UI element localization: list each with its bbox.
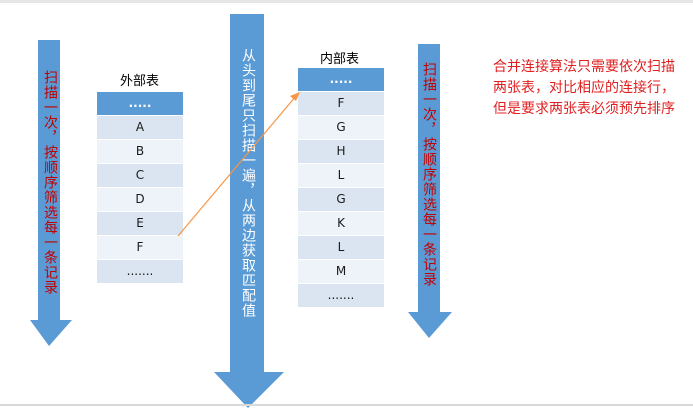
- outer-table-row: B: [97, 140, 183, 164]
- inner-table-row: .......: [298, 284, 384, 308]
- merge-join-note: 合并连接算法只需要依次扫描两张表，对比相应的连接行，但是要求两张表必须预先排序: [493, 59, 675, 117]
- left-arrow-text: 扫描一次，按顺序筛选每一条记录: [42, 70, 58, 295]
- right-arrow-text: 扫描一次，按顺序筛选每一条记录: [421, 62, 437, 287]
- outer-table-title: 外部表: [120, 74, 160, 89]
- outer-table-header: .....: [97, 92, 183, 116]
- outer-table-row: E: [97, 212, 183, 236]
- inner-table-row: F: [298, 92, 384, 116]
- inner-table-row: G: [298, 116, 384, 140]
- outer-table: ..... A B C D E F .......: [97, 92, 183, 284]
- inner-table-title: 内部表: [320, 52, 360, 67]
- inner-table-header: .....: [298, 68, 384, 92]
- inner-table-row: K: [298, 212, 384, 236]
- outer-table-row: F: [97, 236, 183, 260]
- inner-table-row: L: [298, 236, 384, 260]
- left-scan-arrow: [30, 40, 72, 346]
- bottom-border: [0, 404, 693, 406]
- middle-arrow-text: 从头到尾只扫描一遍，从两边获取匹配值: [240, 48, 256, 318]
- top-border: [0, 0, 693, 3]
- outer-table-row: .......: [97, 260, 183, 284]
- outer-table-row: C: [97, 164, 183, 188]
- inner-table-row: L: [298, 164, 384, 188]
- outer-table-row: D: [97, 188, 183, 212]
- inner-table: ..... F G H L G K L M .......: [298, 68, 384, 308]
- outer-table-row: A: [97, 116, 183, 140]
- inner-table-row: G: [298, 188, 384, 212]
- inner-table-row: H: [298, 140, 384, 164]
- right-scan-arrow: [408, 44, 452, 338]
- middle-scan-arrow: [214, 14, 284, 408]
- inner-table-row: M: [298, 260, 384, 284]
